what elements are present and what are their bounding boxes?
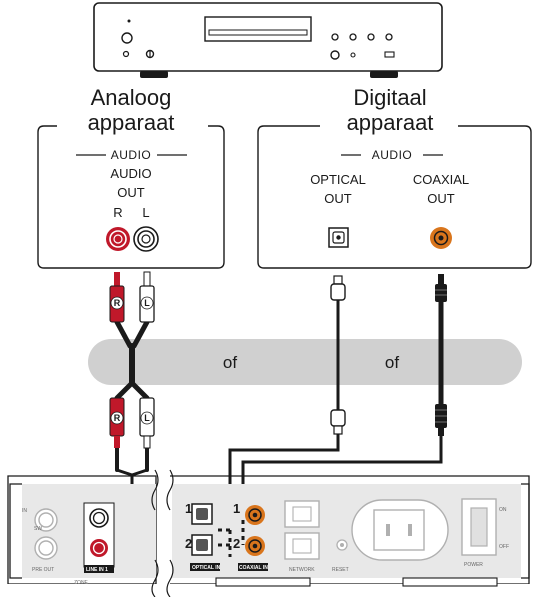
rear-in-label: IN bbox=[22, 508, 27, 514]
optical-2-number: 2 bbox=[185, 536, 192, 551]
network-port-1-icon bbox=[284, 500, 320, 528]
reset-label: RESET bbox=[332, 567, 349, 573]
sw-label: SW bbox=[34, 526, 42, 532]
plug-bottom-l-label: L bbox=[144, 413, 150, 423]
analog-title-line1: Analoog bbox=[91, 85, 172, 110]
on-label: ON bbox=[499, 507, 507, 513]
analog-section-label: AUDIO bbox=[111, 148, 152, 162]
plug-top-l-label: L bbox=[144, 298, 150, 308]
optical-out-line1: OPTICAL bbox=[310, 172, 366, 187]
coaxial-out-line1: COAXIAL bbox=[413, 172, 469, 187]
dashed-connectors bbox=[218, 520, 245, 557]
usb-port-icon bbox=[384, 51, 395, 58]
digital-section-label: AUDIO bbox=[372, 148, 413, 162]
plug-top-r-label: R bbox=[114, 298, 121, 308]
analog-audio-out-line2: OUT bbox=[117, 185, 145, 200]
optical-out-line2: OUT bbox=[324, 191, 352, 206]
power-button-icon bbox=[121, 32, 133, 44]
analog-device-panel bbox=[37, 125, 225, 269]
coaxial-plugs bbox=[435, 274, 447, 436]
plug-bottom-r-label: R bbox=[114, 413, 121, 423]
power-led-icon bbox=[127, 19, 131, 23]
digital-title-line2: apparaat bbox=[347, 110, 434, 135]
receiver-rear-panel: SW PRE OUT LINE IN 1 ZONE 1 2 OPTICAL IN… bbox=[0, 469, 536, 597]
off-label: OFF bbox=[499, 544, 509, 550]
optical-1-number: 1 bbox=[185, 501, 192, 516]
pre-out-label: PRE OUT bbox=[32, 567, 54, 573]
network-label: NETWORK bbox=[289, 567, 315, 573]
line-in-label: LINE IN 1 bbox=[86, 567, 108, 573]
power-label: POWER bbox=[464, 562, 483, 568]
analog-r-label: R bbox=[113, 205, 122, 220]
alternative-band bbox=[88, 339, 522, 385]
rca-plugs-bottom bbox=[109, 397, 155, 449]
rca-plugs-top bbox=[109, 271, 155, 323]
coaxial-2-number: 2 bbox=[233, 536, 240, 551]
coaxial-in-label: COAXIAL IN bbox=[239, 565, 268, 571]
disc-tray-icon bbox=[204, 16, 312, 42]
line-in-left-jack-icon bbox=[89, 508, 109, 528]
optical-in-label: OPTICAL IN bbox=[192, 565, 221, 571]
band-left-word: of bbox=[223, 353, 237, 372]
zone-label: ZONE bbox=[74, 580, 89, 586]
cd-player bbox=[93, 2, 443, 78]
digital-title-line1: Digitaal bbox=[353, 85, 426, 110]
band-right-word: of bbox=[385, 353, 399, 372]
analog-title-line2: apparaat bbox=[88, 110, 175, 135]
optical-plugs bbox=[330, 275, 346, 435]
coaxial-1-number: 1 bbox=[233, 501, 240, 516]
network-port-2-icon bbox=[284, 532, 320, 560]
line-in-right-jack-icon bbox=[90, 539, 108, 557]
digital-device-panel bbox=[257, 125, 532, 269]
coaxial-out-line2: OUT bbox=[427, 191, 455, 206]
analog-l-label: L bbox=[142, 205, 149, 220]
analog-audio-out-line1: AUDIO bbox=[110, 166, 151, 181]
